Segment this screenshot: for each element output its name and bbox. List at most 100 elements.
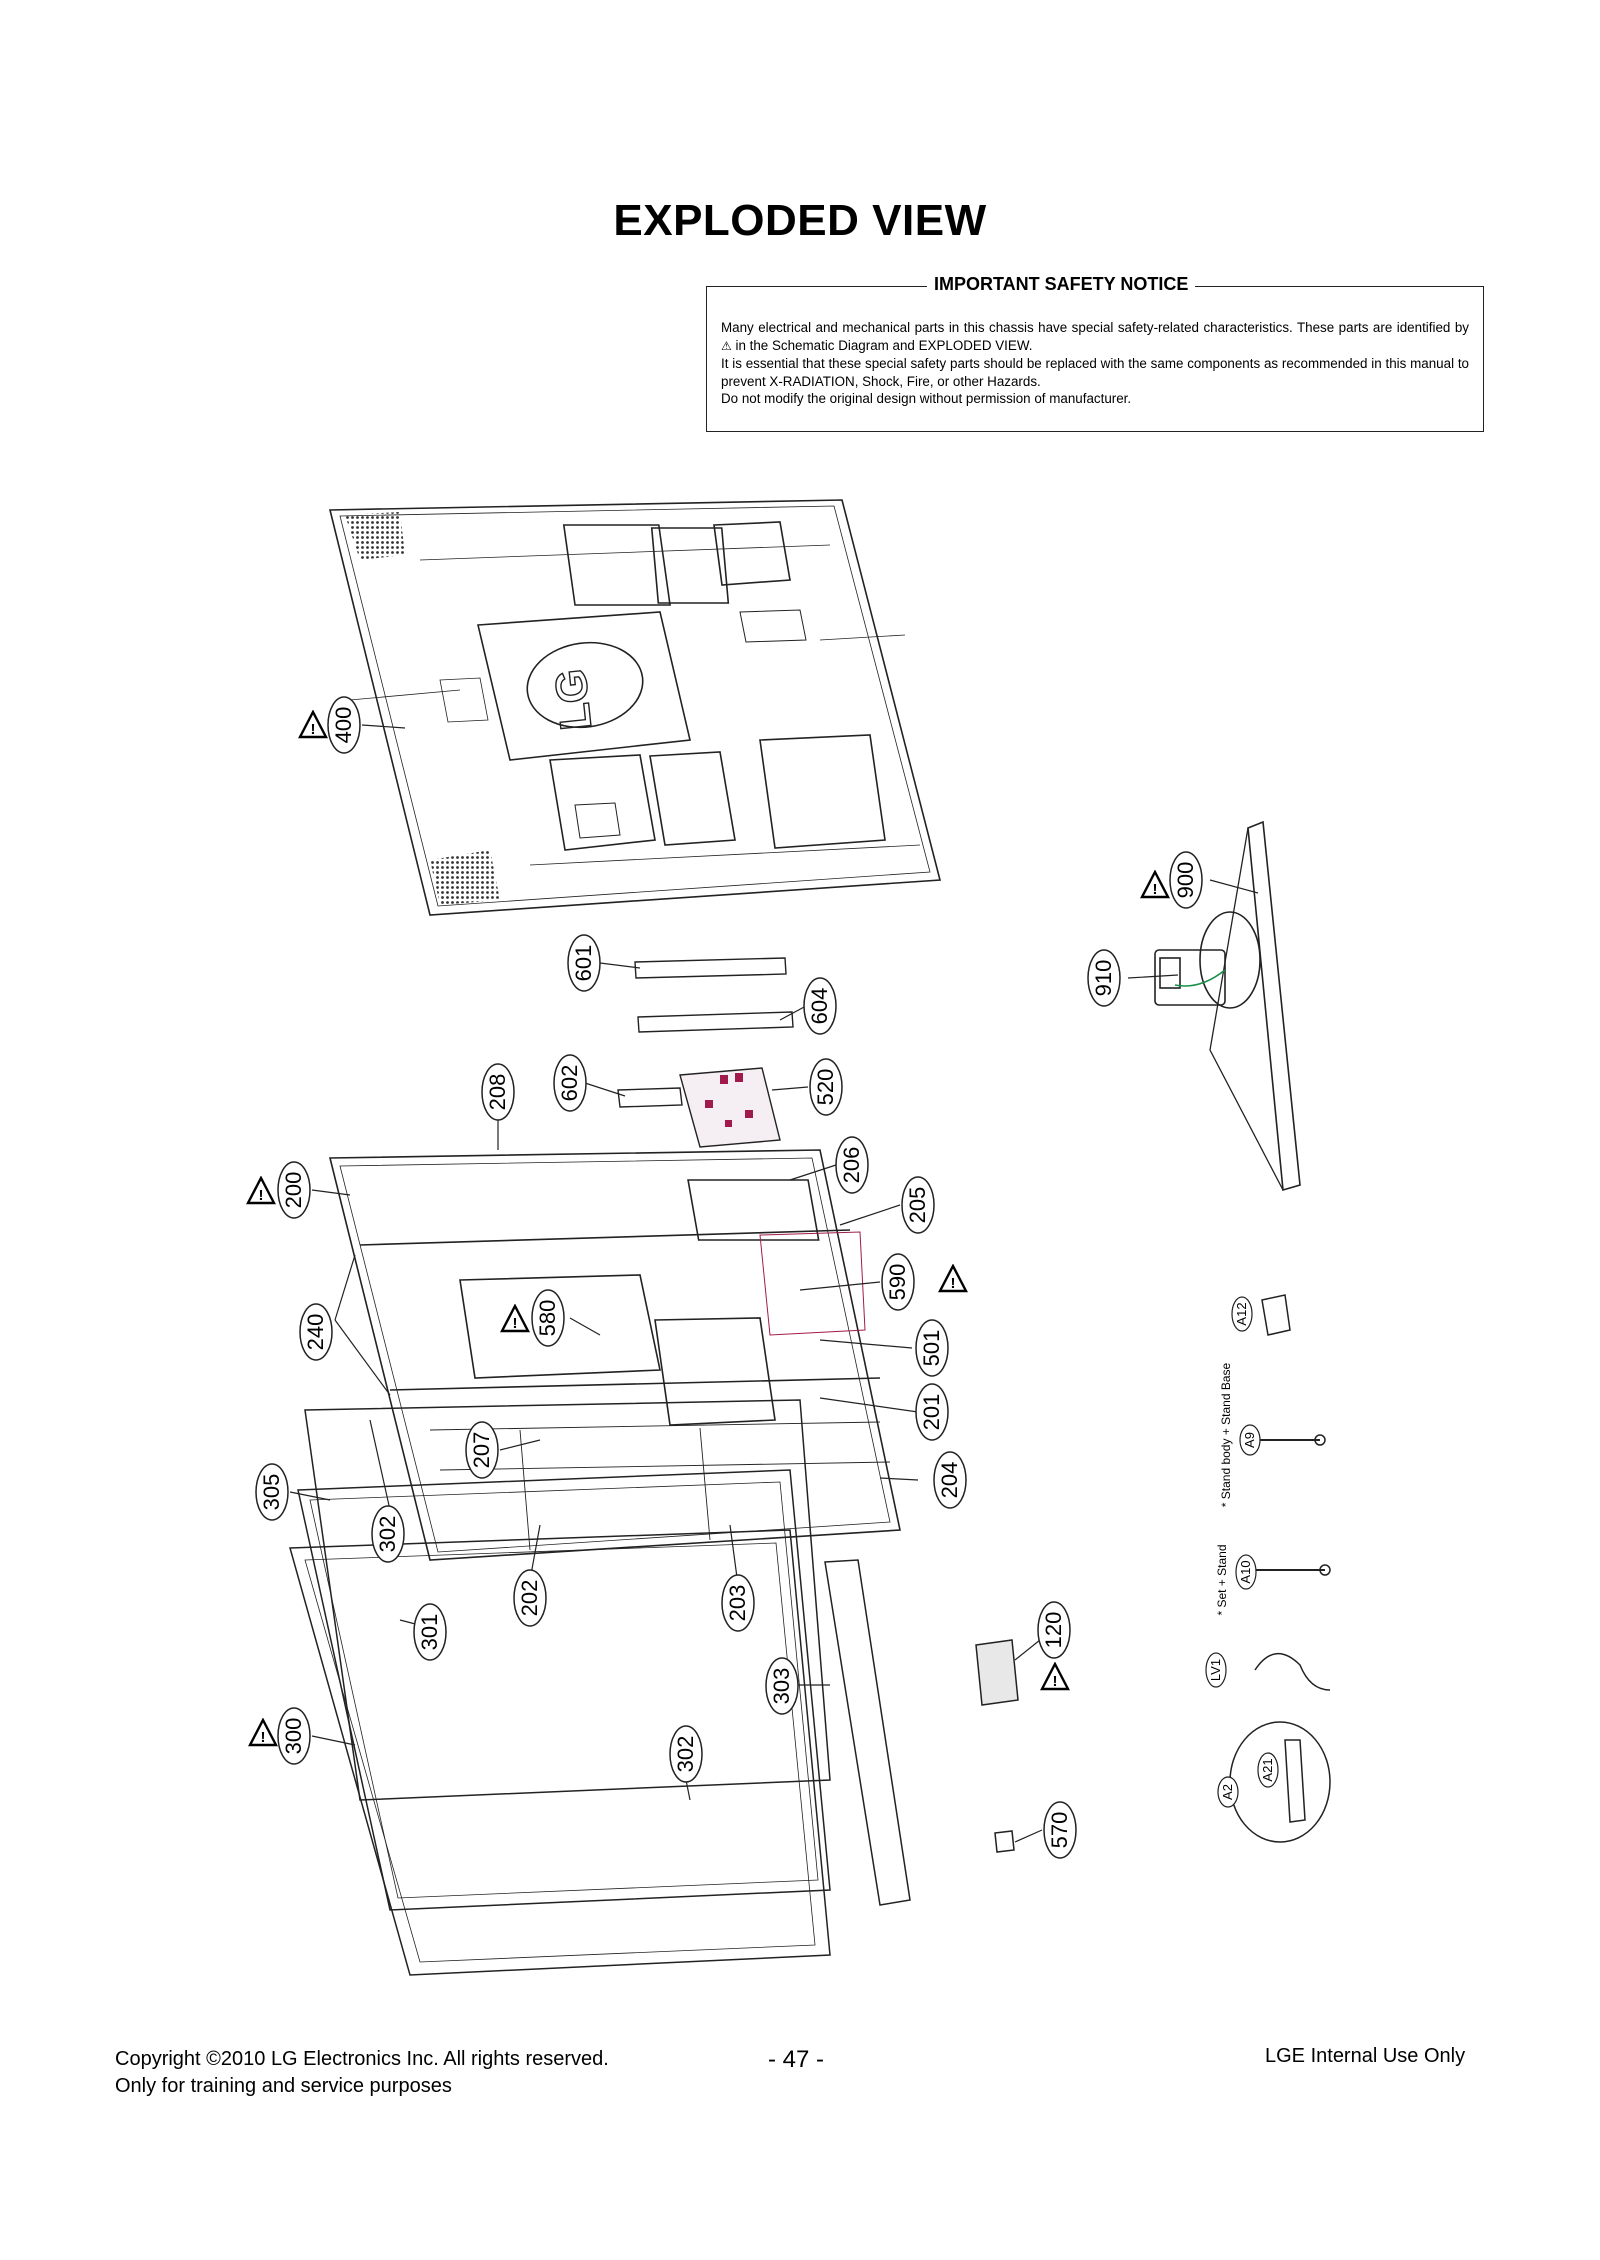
warning-icon-120 (1040, 1662, 1070, 1692)
svg-text:LV1: LV1 (1208, 1659, 1223, 1681)
stand-assembly (1154, 820, 1301, 1192)
part-label-201: 201 (915, 1383, 949, 1441)
part-label-208: 208 (481, 1063, 515, 1121)
part-label-601: 601 (567, 934, 601, 992)
svg-text:302: 302 (375, 1516, 400, 1553)
part-label-203: 203 (721, 1574, 755, 1632)
svg-text:300: 300 (281, 1718, 306, 1755)
part-label-A12: A12 (1231, 1296, 1253, 1332)
accessory-labels: A12 A9 A10 LV1 A2 A21 * Stand body + Sta… (1205, 1296, 1279, 1808)
svg-text:A12: A12 (1234, 1302, 1249, 1325)
svg-text:A21: A21 (1260, 1758, 1275, 1781)
part-label-202: 202 (513, 1569, 547, 1627)
part-label-A2: A2 (1217, 1776, 1239, 1808)
part-label-604: 604 (803, 977, 837, 1035)
part-label-200: 200 (277, 1161, 311, 1219)
warning-icon-200 (246, 1176, 276, 1206)
part-label-590: 590 (881, 1253, 915, 1311)
front-panels (289, 1399, 911, 1976)
part-label-240: 240 (299, 1303, 333, 1361)
svg-text:580: 580 (535, 1300, 560, 1337)
svg-text:207: 207 (469, 1432, 494, 1469)
warning-icon-900 (1140, 870, 1170, 900)
safety-notice-heading: IMPORTANT SAFETY NOTICE (927, 274, 1196, 295)
svg-text:570: 570 (1047, 1812, 1072, 1849)
svg-text:A2: A2 (1220, 1784, 1235, 1800)
svg-text:590: 590 (885, 1264, 910, 1301)
svg-text:208: 208 (485, 1074, 510, 1111)
part-label-A9: A9 (1239, 1424, 1261, 1456)
page-number: - 47 - (768, 2046, 825, 2073)
svg-text:205: 205 (905, 1187, 930, 1224)
safety-notice-text1-tail: in the Schematic Diagram and EXPLODED VI… (735, 337, 1033, 353)
svg-text:302: 302 (673, 1736, 698, 1773)
svg-text:602: 602 (557, 1065, 582, 1102)
part-label-302-bottom: 302 (669, 1725, 703, 1783)
safety-notice-box: IMPORTANT SAFETY NOTICE Many electrical … (706, 274, 1484, 432)
svg-text:A9: A9 (1242, 1432, 1257, 1448)
safety-notice-line2: It is essential that these special safet… (721, 356, 1469, 389)
footer-internal-use: LGE Internal Use Only (1265, 2045, 1466, 2067)
svg-text:900: 900 (1173, 862, 1198, 899)
part-label-570: 570 (1043, 1801, 1077, 1859)
chassis-frame (328, 1149, 901, 1561)
part-label-302-top: 302 (371, 1505, 405, 1563)
warning-icon-400 (298, 710, 328, 740)
svg-text:202: 202 (517, 1580, 542, 1617)
part-label-LV1: LV1 (1205, 1652, 1227, 1688)
note-set-stand: * Set + Stand (1215, 1544, 1229, 1615)
part-label-400: 400 (327, 696, 361, 754)
part-label-910: 910 (1087, 949, 1121, 1007)
warning-triangle-icon: ⚠ (721, 338, 732, 353)
part-label-207: 207 (465, 1421, 499, 1479)
svg-text:120: 120 (1041, 1612, 1066, 1649)
svg-text:200: 200 (281, 1172, 306, 1209)
svg-text:400: 400 (331, 707, 356, 744)
svg-text:206: 206 (839, 1147, 864, 1184)
part-bubbles: 400 900 910 601 604 602 520 208 206 205 … (255, 696, 1203, 1859)
note-stand-body: * Stand body + Stand Base (1219, 1362, 1233, 1507)
part-label-A21: A21 (1257, 1752, 1279, 1788)
svg-text:203: 203 (725, 1585, 750, 1622)
part-label-602: 602 (553, 1054, 587, 1112)
safety-notice-text1: Many electrical and mechanical parts in … (721, 320, 1469, 335)
part-label-205: 205 (901, 1176, 935, 1234)
svg-text:520: 520 (813, 1069, 838, 1106)
warning-icon-590 (938, 1264, 968, 1294)
svg-text:604: 604 (807, 988, 832, 1025)
warning-icon-300 (248, 1718, 278, 1748)
part-label-580: 580 (531, 1289, 565, 1347)
warning-triangles (246, 710, 1170, 1748)
part-label-301: 301 (413, 1603, 447, 1661)
svg-text:A10: A10 (1238, 1560, 1253, 1583)
part-label-305: 305 (255, 1463, 289, 1521)
svg-text:301: 301 (417, 1614, 442, 1651)
svg-text:305: 305 (259, 1474, 284, 1511)
safety-notice-body: Many electrical and mechanical parts in … (721, 319, 1469, 408)
svg-text:910: 910 (1091, 960, 1116, 997)
part-label-501: 501 (915, 1319, 949, 1377)
page-title: EXPLODED VIEW (613, 196, 987, 245)
warning-icon-580 (500, 1304, 530, 1334)
speaker-parts (975, 1639, 1019, 1853)
part-label-A10: A10 (1235, 1554, 1257, 1590)
lg-logo: LG (546, 667, 601, 733)
svg-text:303: 303 (769, 1668, 794, 1705)
footer-copyright: Copyright ©2010 LG Electronics Inc. All … (115, 2048, 609, 2070)
safety-notice-line1: Many electrical and mechanical parts in … (721, 319, 1469, 355)
back-cover (328, 499, 942, 916)
part-label-900: 900 (1169, 851, 1203, 909)
part-label-300: 300 (277, 1707, 311, 1765)
part-label-204: 204 (933, 1451, 967, 1509)
part-label-120: 120 (1037, 1601, 1071, 1659)
safety-notice-line3: Do not modify the original design withou… (721, 391, 1132, 406)
footer-purpose: Only for training and service purposes (115, 2075, 452, 2097)
part-label-206: 206 (835, 1136, 869, 1194)
svg-text:240: 240 (303, 1314, 328, 1351)
small-boards (617, 957, 794, 1148)
svg-text:201: 201 (919, 1394, 944, 1431)
svg-text:601: 601 (571, 945, 596, 982)
svg-text:204: 204 (937, 1462, 962, 1499)
part-label-303: 303 (765, 1657, 799, 1715)
